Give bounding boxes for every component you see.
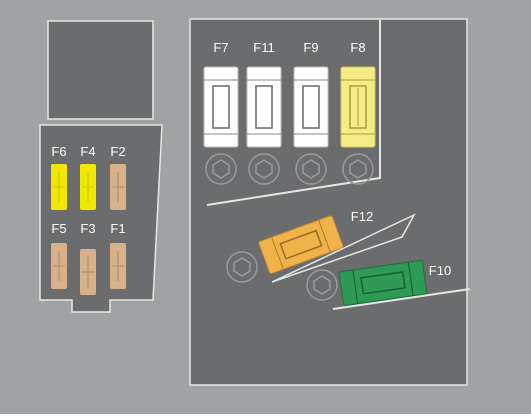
- left-fuse-box: F6 F4 F2 F5 F3 F1: [39, 20, 163, 313]
- fuse-f12: [258, 215, 344, 274]
- right-fuse-box: F7 F11 F9 F8: [189, 18, 471, 386]
- fuse-label-f3: F3: [80, 221, 95, 236]
- fuse-f1: [110, 243, 126, 289]
- fuse-f5: [51, 243, 67, 289]
- socket-4: [342, 153, 374, 185]
- fuse-label-f1: F1: [110, 221, 125, 236]
- fuse-label-f6: F6: [51, 144, 66, 159]
- socket-3-hex: [302, 159, 320, 179]
- fuse-label-f12: F12: [351, 209, 373, 224]
- fuse-label-f7: F7: [213, 40, 228, 55]
- fuse-f3: [80, 249, 96, 295]
- socket-1-hex: [212, 159, 230, 179]
- fuse-f9: [293, 66, 329, 148]
- socket-4-hex: [349, 159, 367, 179]
- empty-sockets-angled: [226, 251, 338, 301]
- socket-5: [226, 251, 258, 283]
- fuse-label-f10: F10: [429, 263, 451, 278]
- fuse-f8: [340, 66, 376, 148]
- fuse-label-f5: F5: [51, 221, 66, 236]
- socket-3: [295, 153, 327, 185]
- socket-6: [306, 269, 338, 301]
- fuse-f10: [338, 259, 428, 306]
- fuse-f6: [51, 164, 67, 210]
- socket-5-hex: [233, 257, 251, 277]
- f12-holder-guide: [271, 213, 416, 283]
- right-divider-line: [206, 20, 381, 206]
- socket-1: [205, 153, 237, 185]
- left-fuse-panel: [39, 124, 163, 313]
- socket-2-hex: [255, 159, 273, 179]
- empty-sockets-top: [205, 153, 374, 185]
- fuse-f2: [110, 164, 126, 210]
- fuse-f7: [203, 66, 239, 148]
- socket-2: [248, 153, 280, 185]
- socket-6-hex: [313, 275, 331, 295]
- fuse-f4: [80, 164, 96, 210]
- f10-holder-guide: [332, 288, 471, 310]
- fuse-label-f4: F4: [80, 144, 95, 159]
- left-upper-module: [47, 20, 154, 120]
- fuse-label-f8: F8: [350, 40, 365, 55]
- fuse-label-f9: F9: [303, 40, 318, 55]
- fuse-f11: [246, 66, 282, 148]
- fuse-label-f2: F2: [110, 144, 125, 159]
- fuse-label-f11: F11: [253, 40, 274, 55]
